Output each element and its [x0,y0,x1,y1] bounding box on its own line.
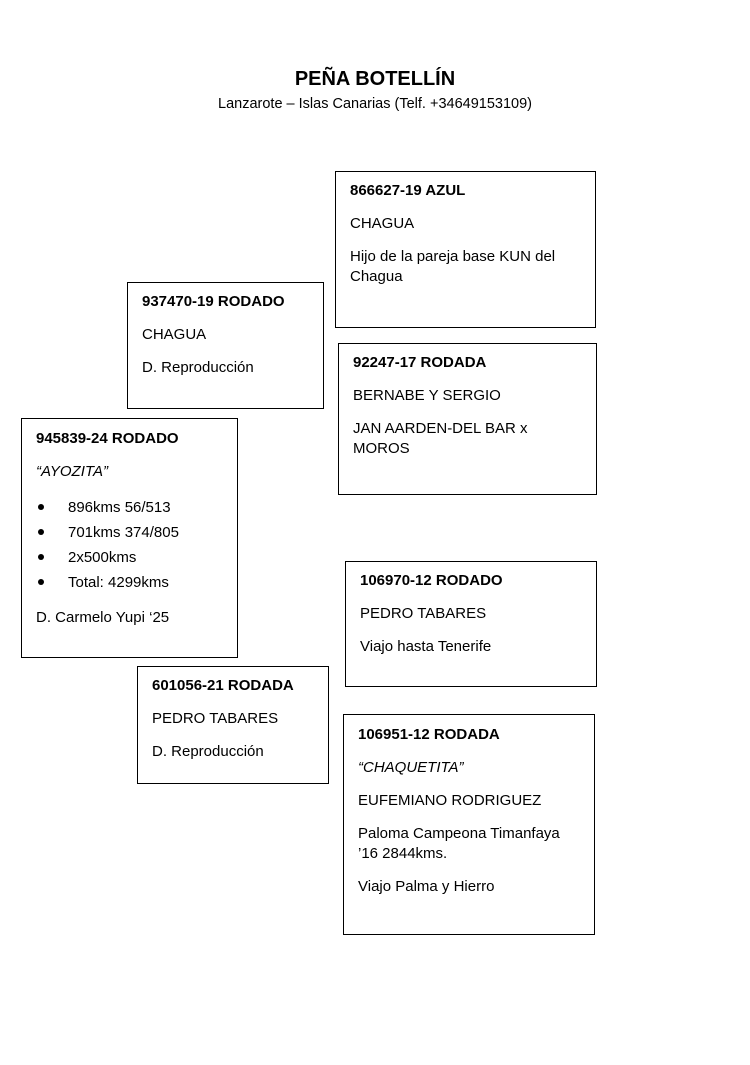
ring-number: 937470-19 RODADO [142,293,285,310]
bullet-icon [38,554,44,560]
bird-note: JAN AARDEN-DEL BAR x MOROS [353,420,528,457]
bird-name: “CHAQUETITA” [358,759,464,776]
ring-number: 866627-19 AZUL [350,182,466,199]
result-text: Total: 4299kms [68,574,169,591]
pedigree-box-92247: 92247-17 RODADA BERNABE Y SERGIO JAN AAR… [338,343,597,495]
result-text: 896kms 56/513 [68,499,171,516]
bird-note: Hijo de la pareja base KUN del Chagua [350,248,556,285]
pedigree-box-866627: 866627-19 AZUL CHAGUA Hijo de la pareja … [335,171,596,328]
bird-note: Viajo hasta Tenerife [360,638,492,655]
bird-note: D. Carmelo Yupi ‘25 [36,609,170,626]
list-item: 2x500kms [36,545,223,570]
bird-achievement: Paloma Campeona Timanfaya ’16 2844kms. [358,825,560,862]
owner-name: BERNABE Y SERGIO [353,387,501,404]
bird-note: D. Reproducción [142,359,254,376]
pedigree-box-601056: 601056-21 RODADA PEDRO TABARES D. Reprod… [137,666,329,784]
owner-name: PEDRO TABARES [360,605,487,622]
page-subtitle: Lanzarote – Islas Canarias (Telf. +34649… [218,96,532,112]
bullet-icon [38,504,44,510]
owner-name: CHAGUA [350,215,415,232]
bird-note: D. Reproducción [152,743,264,760]
ring-number: 945839-24 RODADO [36,430,179,447]
bullet-icon [38,579,44,585]
list-item: 896kms 56/513 [36,495,223,520]
result-text: 701kms 374/805 [68,524,179,541]
ring-number: 92247-17 RODADA [353,354,487,371]
ring-number: 106951-12 RODADA [358,726,500,743]
bird-name: “AYOZITA” [36,463,108,480]
pedigree-box-106951: 106951-12 RODADA “CHAQUETITA” EUFEMIANO … [343,714,595,935]
ring-number: 601056-21 RODADA [152,677,294,694]
result-text: 2x500kms [68,549,137,566]
pedigree-box-945839: 945839-24 RODADO “AYOZITA” 896kms 56/513… [21,418,238,658]
owner-name: PEDRO TABARES [152,710,279,727]
ring-number: 106970-12 RODADO [360,572,503,589]
bullet-icon [38,529,44,535]
owner-name: CHAGUA [142,326,207,343]
page-title: PEÑA BOTELLÍN [294,68,456,90]
list-item: 701kms 374/805 [36,520,223,545]
page-header: PEÑA BOTELLÍN Lanzarote – Islas Canarias… [0,66,750,114]
bird-note: Viajo Palma y Hierro [358,878,495,895]
list-item: Total: 4299kms [36,570,223,595]
results-list: 896kms 56/513 701kms 374/805 2x500kms To… [36,495,223,595]
pedigree-box-106970: 106970-12 RODADO PEDRO TABARES Viajo has… [345,561,597,687]
pedigree-box-937470: 937470-19 RODADO CHAGUA D. Reproducción [127,282,324,409]
owner-name: EUFEMIANO RODRIGUEZ [358,792,542,809]
